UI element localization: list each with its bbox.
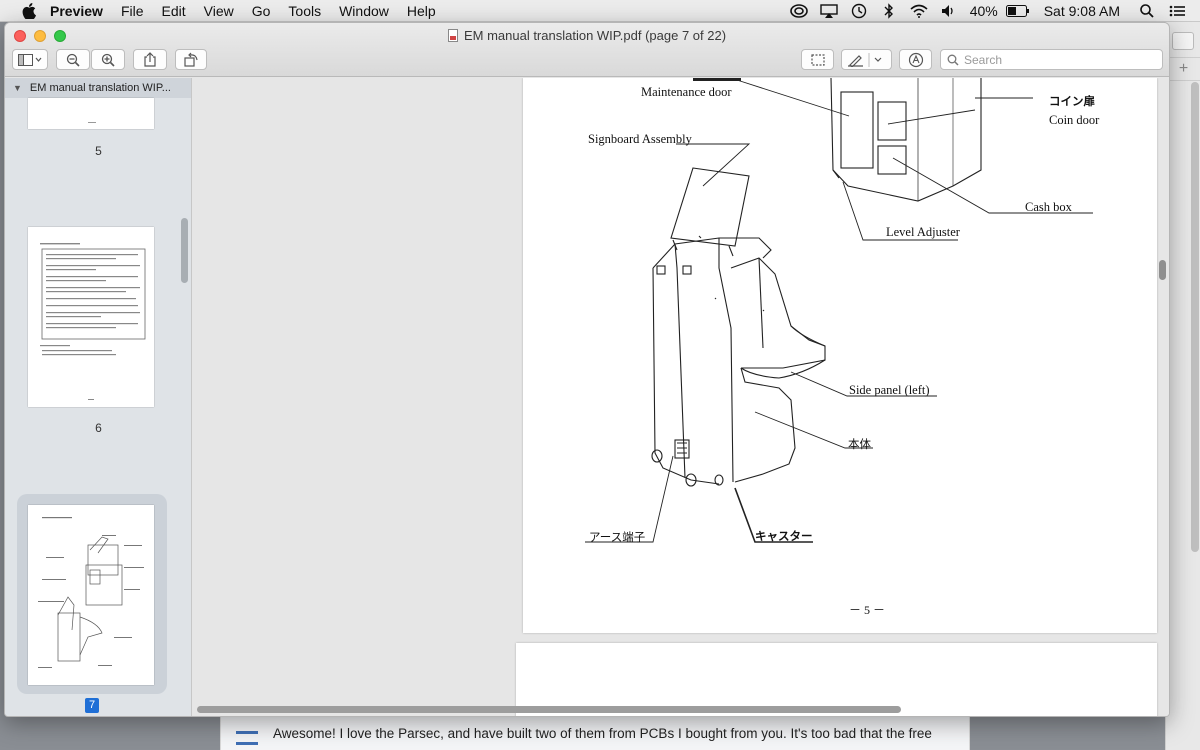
clock[interactable]: Sat 9:08 AM — [1043, 2, 1120, 19]
menu-view[interactable]: View — [203, 2, 234, 19]
menu-go[interactable]: Go — [251, 2, 271, 19]
page-7-preview — [38, 517, 144, 668]
rotate-icon — [183, 52, 198, 67]
selection-tool-button[interactable] — [801, 49, 834, 70]
chat-message: Awesome! I love the Parsec, and have bui… — [273, 725, 932, 741]
label-earth-terminal-jp: アース端子 — [589, 530, 646, 544]
sidebar-document-header[interactable]: ▼ EM manual translation WIP... — [5, 78, 191, 98]
creative-cloud-icon[interactable] — [784, 0, 814, 22]
window-controls — [14, 30, 66, 42]
battery-percent: 40% — [969, 2, 998, 19]
menu-edit[interactable]: Edit — [161, 2, 186, 19]
label-body-jp: 本体 — [848, 437, 871, 451]
background-window-button — [1172, 32, 1194, 50]
label-maintenance-door: Maintenance door — [641, 85, 732, 99]
close-button[interactable] — [14, 30, 26, 42]
page-number-5: 5 — [95, 144, 102, 158]
zoom-out-button[interactable] — [56, 49, 90, 70]
label-coin-door-jp: コイン扉 — [1049, 94, 1095, 108]
title-bar: EM manual translation WIP.pdf (page 7 of… — [5, 23, 1169, 77]
sidebar-document-name: EM manual translation WIP... — [29, 82, 171, 94]
zoom-in-icon — [101, 53, 115, 67]
document-view: Maintenance door コイン扉 Coin door Signboar… — [193, 78, 1169, 716]
label-signboard-assembly: Signboard Assembly — [588, 132, 692, 146]
share-button[interactable] — [133, 49, 167, 70]
zoom-in-button[interactable] — [91, 49, 125, 70]
label-level-adjuster: Level Adjuster — [886, 225, 960, 239]
label-side-panel-left: Side panel (left) — [849, 383, 930, 397]
markup-icon — [908, 52, 923, 67]
menu-app-preview[interactable]: Preview — [50, 2, 103, 19]
thumbnail-sidebar: ▼ EM manual translation WIP... 5 — [5, 78, 192, 716]
label-coin-door: Coin door — [1049, 113, 1100, 127]
window-title-text: EM manual translation WIP.pdf (page 7 of… — [463, 28, 727, 43]
selection-rectangle-icon — [810, 53, 825, 66]
background-chat-strip: Awesome! I love the Parsec, and have bui… — [220, 716, 970, 750]
volume-icon[interactable] — [934, 0, 964, 22]
zoom-button[interactable] — [54, 30, 66, 42]
page-6-preview — [40, 243, 146, 400]
add-icon: + — [1166, 57, 1200, 81]
page-thumbnail-6[interactable] — [28, 227, 154, 407]
pdf-page-7: Maintenance door コイン扉 Coin door Signboar… — [523, 78, 1157, 633]
notification-center-icon[interactable] — [1162, 0, 1192, 22]
battery-icon[interactable] — [1004, 0, 1032, 22]
label-cash-box: Cash box — [1025, 200, 1072, 214]
page-thumbnail-5[interactable] — [28, 98, 154, 129]
window-title: EM manual translation WIP.pdf (page 7 of… — [5, 28, 1169, 43]
airplay-icon[interactable] — [814, 0, 844, 22]
minimize-button[interactable] — [34, 30, 46, 42]
share-icon — [144, 52, 156, 67]
menu-help[interactable]: Help — [406, 2, 436, 19]
page-thumbnail-7[interactable] — [28, 505, 154, 685]
preview-window: EM manual translation WIP.pdf (page 7 of… — [4, 22, 1170, 717]
search-input[interactable] — [964, 52, 1154, 67]
background-window: + — [1165, 22, 1200, 750]
spotlight-search-icon[interactable] — [1132, 0, 1162, 22]
zoom-out-icon — [66, 53, 80, 67]
horizontal-scrollbar[interactable] — [197, 706, 901, 713]
hamburger-menu-icon — [221, 716, 273, 750]
sidebar-toggle-button[interactable] — [12, 49, 48, 70]
page-footer-number: － 5 － — [849, 603, 886, 617]
page-number-7: 7 — [85, 698, 99, 713]
search-field[interactable] — [940, 49, 1163, 70]
markup-pen-button[interactable] — [841, 49, 892, 70]
pdf-document-icon — [447, 29, 458, 42]
disclosure-triangle-icon[interactable]: ▼ — [13, 83, 22, 93]
apple-menu-icon[interactable] — [14, 2, 44, 19]
background-scrollbar — [1191, 82, 1199, 552]
vertical-scrollbar[interactable] — [1159, 260, 1166, 280]
menu-bar: Preview File Edit View Go Tools Window H… — [0, 0, 1200, 22]
search-icon — [947, 54, 959, 66]
pdf-page-8 — [516, 643, 1157, 716]
wifi-icon[interactable] — [904, 0, 934, 22]
menu-window[interactable]: Window — [339, 2, 389, 19]
menu-tools[interactable]: Tools — [288, 2, 322, 19]
markup-toolbar-button[interactable] — [899, 49, 932, 70]
label-caster-jp: キャスター — [755, 529, 813, 543]
sidebar-icon — [18, 53, 42, 66]
rotate-button[interactable] — [175, 49, 207, 70]
bluetooth-icon[interactable] — [874, 0, 904, 22]
menu-file[interactable]: File — [120, 2, 144, 19]
sidebar-scrollbar[interactable] — [181, 218, 188, 283]
page-number-6: 6 — [95, 421, 102, 435]
time-machine-icon[interactable] — [844, 0, 874, 22]
pen-icon — [847, 52, 881, 67]
cabinet-diagram — [585, 78, 1093, 543]
